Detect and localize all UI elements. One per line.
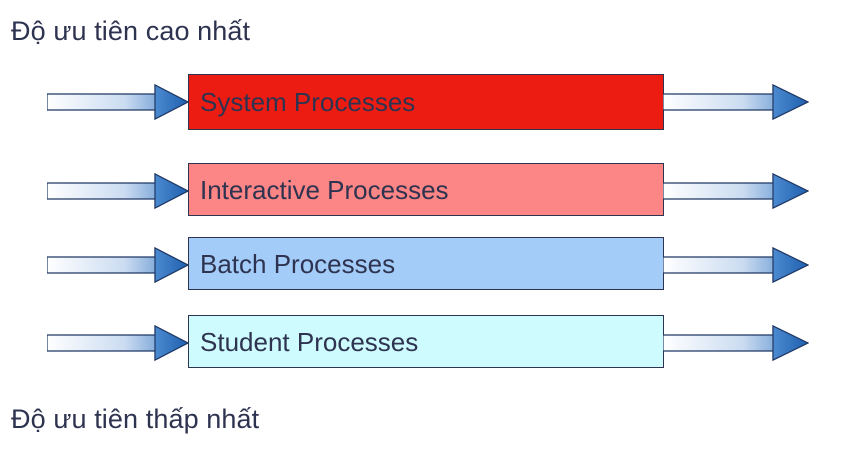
outbound-arrow-icon — [663, 172, 809, 210]
process-bar-label: Interactive Processes — [200, 174, 449, 205]
process-bar: Student Processes — [188, 315, 664, 368]
outbound-arrow-icon — [663, 324, 809, 362]
priority-row: System Processes — [0, 74, 856, 130]
highest-priority-caption: Độ ưu tiên cao nhất — [11, 16, 251, 46]
outbound-arrow-icon — [663, 246, 809, 284]
inbound-arrow-icon — [47, 324, 189, 362]
process-bar: Batch Processes — [188, 237, 664, 290]
priority-row: Batch Processes — [0, 237, 856, 293]
process-bar-label: Student Processes — [200, 326, 419, 357]
inbound-arrow-icon — [47, 246, 189, 284]
outbound-arrow-icon — [663, 83, 809, 121]
priority-row: Student Processes — [0, 315, 856, 371]
process-bar-label: System Processes — [200, 87, 416, 117]
priority-row: Interactive Processes — [0, 163, 856, 219]
inbound-arrow-icon — [47, 172, 189, 210]
process-bar: System Processes — [188, 74, 664, 130]
process-bar-label: Batch Processes — [200, 248, 396, 279]
lowest-priority-caption: Độ ưu tiên thấp nhất — [11, 404, 260, 434]
inbound-arrow-icon — [47, 83, 189, 121]
process-bar: Interactive Processes — [188, 163, 664, 216]
